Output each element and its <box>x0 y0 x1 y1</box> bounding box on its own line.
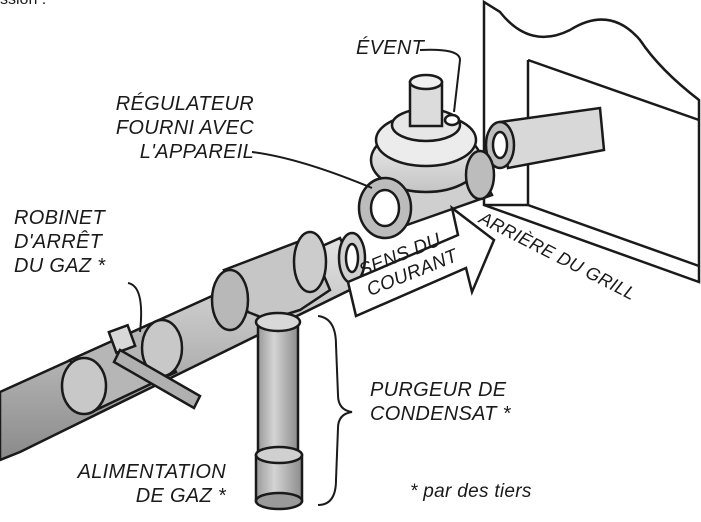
regulator <box>357 73 496 240</box>
leader-lines <box>127 48 462 506</box>
regulator-label-line-3: L'APPAREIL <box>139 141 254 163</box>
condensate-trap-label-line-2: CONDENSAT * <box>370 403 511 425</box>
gas-supply-label-line-2: DE GAZ * <box>135 485 226 507</box>
vent-port <box>443 113 461 127</box>
trap-brace <box>317 315 353 506</box>
footnote: * par des tiers <box>410 481 532 502</box>
shutoff-valve-label-line-3: DU GAZ * <box>14 255 106 277</box>
shutoff-valve <box>60 318 202 416</box>
shutoff-valve-label-line-2: D'ARRÊT <box>14 231 103 253</box>
gas-supply-label: ALIMENTATION DE GAZ * <box>30 460 226 508</box>
header-fragment: ssion : <box>0 0 46 9</box>
regulator-label: RÉGULATEUR FOURNI AVEC L'APPAREIL <box>82 92 254 164</box>
valve-leader <box>127 282 143 333</box>
condensate-trap-label-line-1: PURGEUR DE <box>370 379 507 401</box>
tee-fitting <box>210 230 332 332</box>
regulator-label-line-1: RÉGULATEUR <box>115 93 254 115</box>
vent-label: ÉVENT <box>356 37 425 59</box>
vent-leader <box>419 48 462 113</box>
condensate-trap-label: PURGEUR DE CONDENSAT * <box>370 378 511 426</box>
shutoff-valve-label-line-1: ROBINET <box>14 207 105 229</box>
regulator-label-line-2: FOURNI AVEC <box>115 117 254 139</box>
grill-inlet-fitting <box>484 106 606 170</box>
condensate-trap-pipe <box>254 311 304 511</box>
flow-direction-arrow <box>346 204 496 318</box>
regulator-leader <box>251 151 373 189</box>
shutoff-valve-label: ROBINET D'ARRÊT DU GAZ * <box>14 206 105 278</box>
gas-supply-label-line-1: ALIMENTATION <box>77 461 226 483</box>
